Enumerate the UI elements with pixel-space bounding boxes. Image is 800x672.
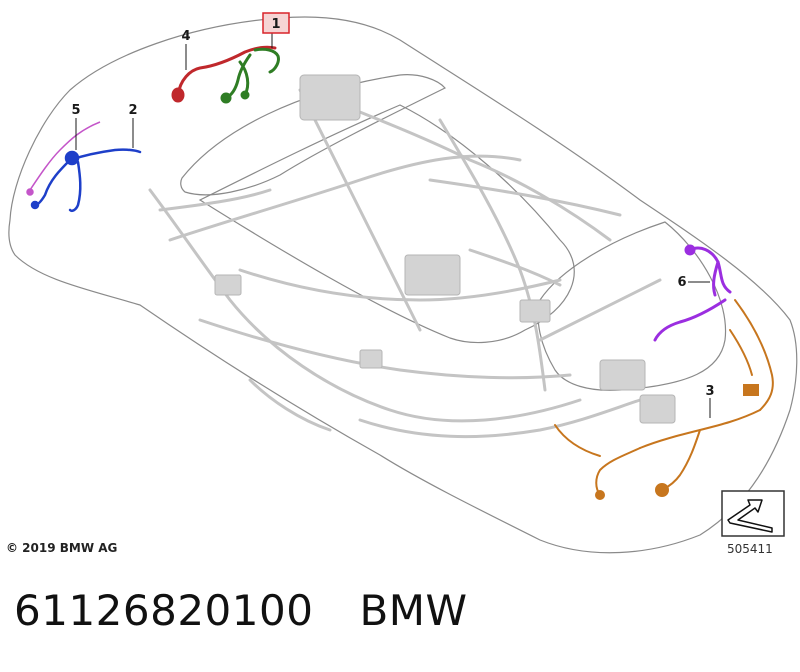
callout-5: 5 xyxy=(71,103,80,118)
callout-1-highlight-box xyxy=(262,12,290,34)
leader-lines xyxy=(75,32,711,418)
diagram-reference-number: 505411 xyxy=(727,542,773,556)
harness-pink xyxy=(26,121,101,196)
harness-blue xyxy=(30,148,142,213)
orientation-arrow-icon xyxy=(721,490,785,537)
callout-2: 2 xyxy=(128,103,137,118)
brand-name: BMW xyxy=(359,586,468,635)
callout-4: 4 xyxy=(181,29,190,44)
harness-purple xyxy=(653,244,732,342)
harness-red xyxy=(171,45,277,103)
callout-3: 3 xyxy=(705,384,714,399)
part-number: 61126820100 xyxy=(14,586,314,635)
base-harness-details xyxy=(214,74,676,424)
harness-orange xyxy=(554,299,774,500)
copyright-notice: © 2019 BMW AG xyxy=(6,541,118,555)
callout-1: 1 xyxy=(271,17,280,32)
base-harness-network xyxy=(148,88,662,439)
harness-green xyxy=(220,47,280,104)
callout-6: 6 xyxy=(677,275,686,290)
wiring-harness-diagram: 1 2 3 4 5 6 xyxy=(8,12,798,554)
part-number-line: 61126820100 BMW xyxy=(14,586,468,635)
